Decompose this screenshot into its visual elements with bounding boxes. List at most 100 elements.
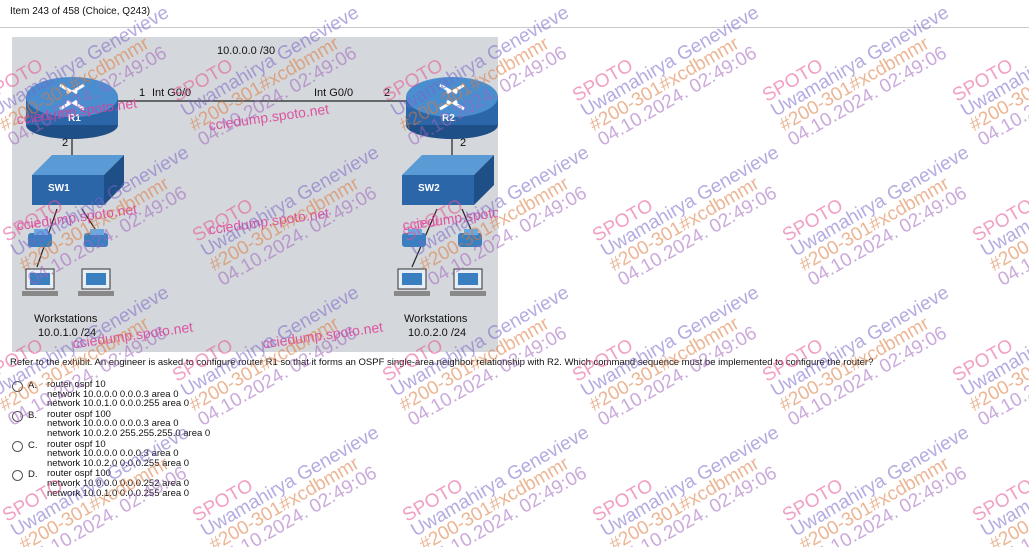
workstation-left-1-icon — [22, 268, 58, 296]
r2-interface-label: Int G0/0 — [314, 87, 354, 99]
sw1-phone1-link — [81, 208, 98, 233]
watermark-line: Uwamahirya Genevieve — [767, 282, 953, 402]
watermark-line: 04.10.2024. 02:49:06 — [594, 322, 761, 431]
watermark-line: SPOTO — [759, 55, 827, 107]
left-workstations-title: Workstations — [34, 313, 98, 325]
sw2-phone1-link — [461, 208, 473, 233]
watermark-line: #200-301#xcdbmmr — [586, 33, 743, 137]
option-letter: A. — [28, 380, 37, 391]
watermark-line: Uwamahirya Genevieve — [407, 422, 593, 542]
item-meta: (Choice, Q243) — [82, 6, 151, 17]
watermark-line: 04.10.2024. 02:49:06 — [974, 43, 1029, 151]
watermark-line: #200-301#xcdbmmr — [966, 33, 1029, 137]
watermark-line: #200-301#xcdbmmr — [606, 173, 763, 277]
watermark-line: SPOTO — [969, 195, 1029, 247]
watermark-line: Uwamahirya Genevieve — [787, 142, 973, 262]
option-network-statement: network 10.0.1.0 0.0.0.255 area 0 — [47, 487, 190, 499]
ip-phone-left-1-icon — [28, 229, 52, 247]
router-r1-icon — [26, 77, 118, 139]
option-command: router ospf 10 — [47, 379, 106, 390]
watermark-line: Uwamahirya Genevieve — [597, 142, 783, 262]
workstation-left-2-icon — [78, 268, 114, 296]
watermark-line: #200-301#xcdbmmr — [776, 33, 933, 137]
option-letter: D. — [28, 469, 38, 481]
watermark-line: Uwamahirya Genevieve — [977, 422, 1029, 542]
watermark-line: SPOTO — [569, 55, 637, 107]
network-exhibit: 10.0.0.0 /30 1 Int G0/0 Int G0/0 2 R1 R2… — [12, 37, 498, 352]
watermark-line: #200-301#xcdbmmr — [606, 453, 763, 547]
option-d-radio[interactable] — [12, 470, 23, 482]
option-network-statement: network 10.0.1.0 0.0.0.255 area 0 — [47, 398, 190, 410]
network-diagram — [22, 77, 498, 296]
option-letter: B. — [28, 409, 37, 421]
r1-interface-num: 1 — [139, 87, 146, 99]
watermark-line: Uwamahirya Genevieve — [787, 422, 973, 542]
option-command: router ospf 10 — [47, 438, 106, 450]
r2-switch-port-label: 2 — [460, 137, 467, 149]
item-header: Item 243 of 458 (Choice, Q243) — [10, 6, 150, 17]
switch-sw1-icon — [32, 155, 124, 205]
watermark-line: 04.10.2024. 02:49:06 — [784, 322, 951, 431]
watermark-line: 04.10.2024. 02:49:06 — [594, 42, 761, 151]
option-letter: C. — [28, 439, 38, 451]
watermark-line: SPOTO — [949, 55, 1017, 107]
watermark-line: Uwamahirya Genevieve — [577, 2, 763, 122]
watermark-line: #200-301#xcdbmmr — [796, 173, 953, 277]
router-r2-icon — [406, 77, 498, 139]
wan-subnet-label: 10.0.0.0 /30 — [217, 45, 276, 57]
ip-phone-right-1-icon — [402, 229, 426, 247]
ip-phone-right-2-icon — [458, 229, 482, 247]
watermark-line: #200-301#xcdbmmr — [416, 453, 573, 547]
header-divider — [0, 27, 1029, 28]
option-network-statement: network 10.0.2.0 255.255.255.0 area 0 — [47, 427, 211, 439]
watermark-line: #200-301#xcdbmmr — [796, 453, 953, 547]
watermark-line: 04.10.2024. 02:49:06 — [614, 182, 781, 291]
watermark-line: 04.10.2024. 02:49:06 — [804, 462, 971, 547]
option-network-statement: network 10.0.0.0 0.0.0.3 area 0 — [47, 418, 179, 430]
workstation-right-2-icon — [450, 268, 486, 296]
r1-switch-port-label: 2 — [62, 137, 69, 149]
watermark-line: #200-301#xcdbmmr — [986, 453, 1029, 547]
watermark-line: Uwamahirya Genevieve — [597, 422, 783, 542]
option-network-statement: network 10.0.0.0 0.0.0.252 area 0 — [47, 477, 190, 489]
watermark-line: Uwamahirya Genevieve — [957, 282, 1029, 402]
watermark-line: 04.10.2024. 02:49:06 — [994, 183, 1029, 291]
watermark-line: Uwamahirya Genevieve — [767, 2, 953, 122]
watermark-line: SPOTO — [399, 475, 467, 527]
watermark-line: 04.10.2024. 02:49:06 — [994, 463, 1029, 547]
watermark-line: 04.10.2024. 02:49:06 — [424, 462, 591, 547]
watermark-line: #200-301#xcdbmmr — [206, 453, 363, 547]
watermark-line: 04.10.2024. 02:49:06 — [974, 323, 1029, 431]
left-workstations-subnet: 10.0.1.0 /24 — [38, 327, 97, 339]
watermark-line: Uwamahirya Genevieve — [977, 142, 1029, 262]
sw1-label: SW1 — [48, 183, 70, 194]
watermark-line: SPOTO — [589, 195, 657, 247]
option-b-radio[interactable] — [12, 410, 23, 422]
right-workstations-subnet: 10.0.2.0 /24 — [408, 327, 467, 339]
watermark-line: 04.10.2024. 02:49:06 — [214, 462, 381, 547]
r1-label: R1 — [68, 113, 81, 124]
watermark-line: #200-301#xcdbmmr — [966, 313, 1029, 417]
option-network-statement: network 10.0.0.0 0.0.0.3 area 0 — [47, 388, 179, 400]
sw2-label: SW2 — [418, 183, 440, 194]
option-a-radio[interactable] — [12, 381, 23, 392]
r1-interface-label: Int G0/0 — [152, 87, 192, 99]
option-c-radio[interactable] — [12, 440, 23, 452]
watermark-line: SPOTO — [949, 335, 1017, 387]
watermark-line: SPOTO — [969, 475, 1029, 527]
workstation-right-1-icon — [394, 268, 430, 296]
watermark-line: Uwamahirya Genevieve — [957, 2, 1029, 122]
item-counter: Item 243 of 458 — [10, 6, 80, 17]
ip-phone-left-2-icon — [84, 229, 108, 247]
